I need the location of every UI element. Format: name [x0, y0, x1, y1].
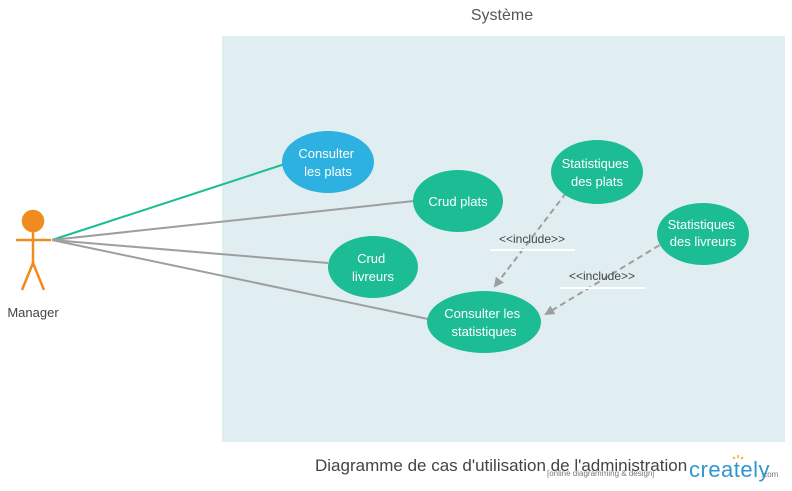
association-crud-livreurs[interactable] [51, 239, 329, 264]
usecase-consulter-plats[interactable]: Consulter les plats [282, 131, 374, 193]
include-label-2: <<include>> [569, 269, 635, 283]
actor-right-leg [31, 262, 46, 291]
actor-head [21, 209, 45, 233]
include-arrow-stats-livreurs[interactable] [544, 239, 669, 316]
usecase-label-line: Crud [357, 251, 385, 266]
svg-text:Consulter les plats: Consulter les plats [298, 146, 357, 179]
svg-text:Statistiques des plats: Statistiques des plats [562, 156, 633, 189]
usecase-label-line: les plats [304, 164, 352, 179]
svg-text:Crud plats: Crud plats [428, 194, 488, 209]
watermark-tagline: [online diagramming & design] [547, 469, 655, 478]
usecase-label-line: Statistiques [562, 156, 630, 171]
usecase-label-line: Crud plats [428, 194, 488, 209]
svg-text:Crud livreurs: Crud livreurs [352, 251, 394, 284]
creately-watermark: [online diagramming & design] creately .… [547, 455, 787, 485]
usecase-consulter-statistiques[interactable]: Consulter les statistiques [427, 291, 541, 353]
usecase-label-line: des plats [571, 174, 624, 189]
usecase-statistiques-livreurs[interactable]: Statistiques des livreurs [657, 203, 749, 265]
system-title: Système [470, 7, 534, 24]
svg-text:Consulter les statistiqu: Consulter les statistiques [444, 306, 524, 339]
watermark-domain: .com [761, 470, 779, 479]
svg-text:Statistiques des livreur: Statistiques des livreurs [668, 217, 739, 249]
usecase-crud-plats[interactable]: Crud plats [413, 170, 503, 232]
association-crud-plats[interactable] [51, 200, 415, 241]
watermark-brand: creately [689, 457, 771, 482]
actor-left-leg [20, 262, 35, 291]
association-consulter-stats[interactable] [51, 239, 429, 320]
diagram-caption: Diagramme de cas d'utilisation de l'admi… [315, 456, 688, 475]
actor-manager[interactable] [16, 209, 51, 291]
usecase-statistiques-plats[interactable]: Statistiques des plats [551, 140, 643, 204]
usecase-label-line: Statistiques [668, 217, 736, 232]
actor-label: Manager [7, 305, 59, 320]
usecase-label-line: Consulter [298, 146, 354, 161]
association-consulter-plats[interactable] [51, 162, 289, 241]
usecase-label-line: des livreurs [670, 234, 737, 249]
usecase-label-line: statistiques [451, 324, 517, 339]
usecase-label-line: Consulter les [444, 306, 520, 321]
usecase-crud-livreurs[interactable]: Crud livreurs [328, 236, 418, 298]
lightbulb-icon [732, 455, 744, 460]
usecase-label-line: livreurs [352, 269, 394, 284]
include-label-1: <<include>> [499, 232, 565, 246]
